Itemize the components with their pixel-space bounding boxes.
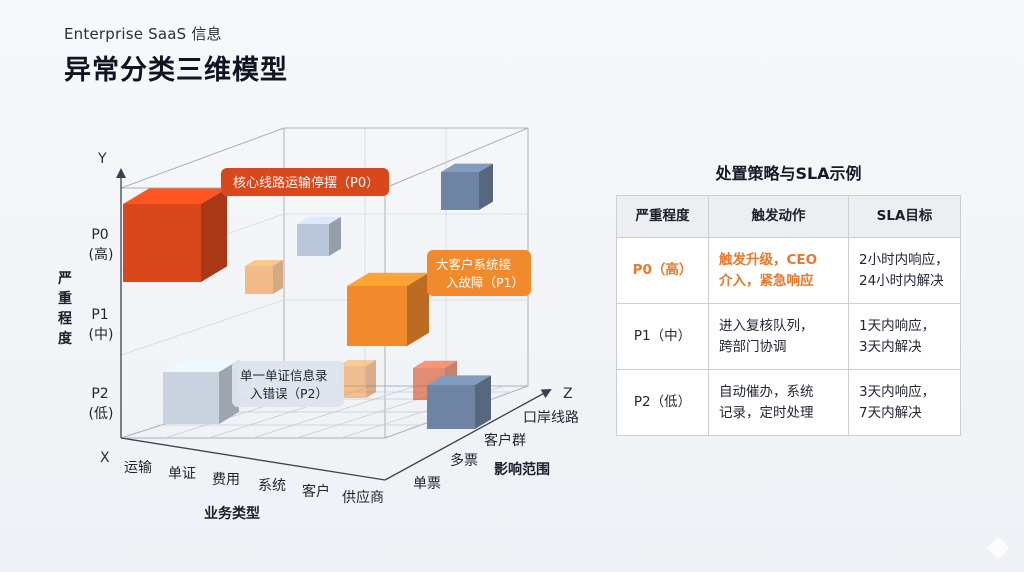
sla-cell: 2小时内响应，24小时内解决 (848, 237, 961, 304)
action-cell: 进入复核队列，跨部门协调 (708, 303, 849, 370)
corner-sparkle-icon (986, 536, 1010, 560)
svg-text:单一单证信息录: 单一单证信息录 (240, 368, 328, 383)
three-dimensional-model-diagram: Y X Z 严 重 程 度 P0 (高) P1 (中) P2 (低) 运输 单证… (57, 127, 579, 522)
svg-text:度: 度 (58, 330, 73, 347)
x-category-labels: 运输 单证 费用 系统 客户 供应商 (124, 460, 384, 506)
column-header-action: 触发动作 (708, 195, 849, 238)
z-axis-line (384, 389, 552, 481)
svg-text:严: 严 (57, 271, 72, 287)
y-level-p2-code: P2 (91, 386, 108, 402)
cube-markers (123, 163, 493, 429)
callout-p0-text: 核心线路运输停摆（P0） (233, 175, 379, 191)
svg-text:程: 程 (58, 311, 72, 327)
cube-p0-core-line (123, 188, 227, 282)
y-level-p2-note: (低) (89, 406, 114, 422)
svg-text:入错误（P2）: 入错误（P2） (250, 386, 328, 401)
severity-cell: P0（高） (616, 237, 709, 304)
sla-cell: 1天内响应，3天内解决 (848, 303, 961, 370)
cube-steel-front (427, 375, 491, 429)
sla-cell: 3天内响应，7天内解决 (848, 369, 961, 436)
y-axis-title: 严 重 程 度 (57, 271, 73, 347)
action-cell: 自动催办，系统记录，定时处理 (708, 369, 849, 436)
cube-light-steel-back (297, 216, 341, 256)
cube-steel-top (441, 163, 493, 210)
severity-cell: P2（低） (616, 369, 709, 436)
z-category-label: 单票 (413, 476, 441, 492)
column-header-sla: SLA目标 (848, 195, 961, 238)
table-row: P1（中） 进入复核队列，跨部门协调 1天内响应，3天内解决 (616, 303, 961, 370)
svg-text:大客户系统接: 大客户系统接 (436, 257, 512, 272)
table-row: P2（低） 自动催办，系统记录，定时处理 3天内响应，7天内解决 (616, 369, 961, 436)
sla-panel-title: 处置策略与SLA示例 (715, 164, 862, 183)
x-axis-letter: X (100, 450, 110, 466)
callout-p1: 大客户系统接 入故障（P1） (427, 250, 531, 296)
x-category-label: 客户 (302, 483, 330, 500)
severity-cell: P1（中） (616, 303, 709, 370)
z-axis-title: 影响范围 (494, 461, 550, 478)
callout-p2: 单一单证信息录 入错误（P2） (232, 361, 344, 407)
x-axis-line (120, 437, 386, 481)
y-axis-letter: Y (97, 151, 107, 167)
callout-p0: 核心线路运输停摆（P0） (221, 168, 389, 196)
z-category-labels: 单票 多票 客户群 口岸线路 (413, 410, 579, 492)
slide-title: 异常分类三维模型 (64, 55, 288, 86)
sla-table-header-row: 严重程度 触发动作 SLA目标 (616, 195, 961, 238)
y-level-p1-code: P1 (91, 307, 108, 323)
cube-p1-small (245, 260, 283, 294)
column-header-severity: 严重程度 (616, 195, 709, 238)
y-level-p0-code: P0 (91, 227, 108, 243)
x-category-label: 供应商 (342, 489, 384, 506)
svg-text:重: 重 (58, 290, 72, 307)
x-category-label: 运输 (124, 460, 152, 476)
cube-p1-key-account (347, 272, 429, 346)
x-category-label: 单证 (168, 466, 196, 482)
cube-p1-faint (338, 360, 376, 398)
y-level-labels: P0 (高) P1 (中) P2 (低) (89, 227, 114, 422)
x-axis-title: 业务类型 (204, 505, 260, 522)
cube-p2-single-doc (163, 360, 239, 424)
axis-lines (116, 168, 552, 481)
z-axis-letter: Z (563, 386, 573, 402)
z-category-label: 客户群 (484, 432, 526, 449)
y-level-p0-note: (高) (89, 246, 114, 263)
x-category-label: 费用 (212, 472, 240, 488)
svg-text:入故障（P1）: 入故障（P1） (446, 275, 524, 290)
x-category-label: 系统 (258, 478, 286, 494)
z-category-label: 多票 (450, 452, 478, 469)
z-category-label: 口岸线路 (523, 410, 579, 426)
y-level-p1-note: (中) (89, 327, 114, 343)
slide-subtitle: Enterprise SaaS 信息 (64, 25, 222, 43)
